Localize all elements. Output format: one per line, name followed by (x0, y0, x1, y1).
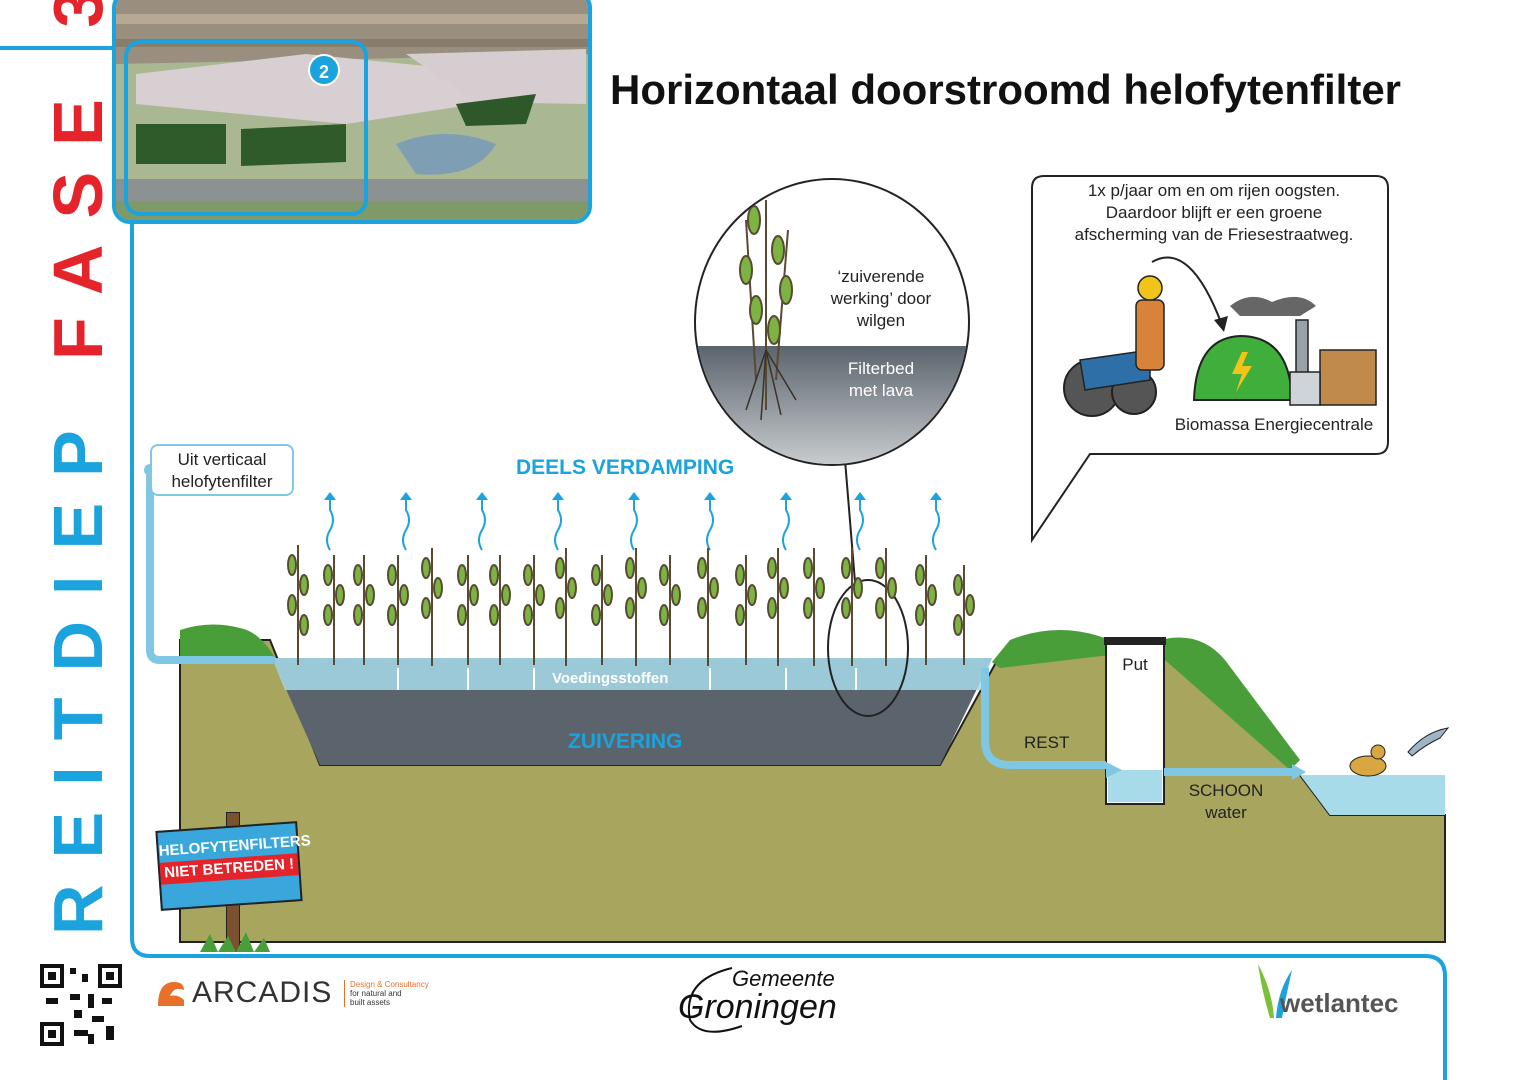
evaporation-label: DEELS VERDAMPING (516, 456, 735, 479)
harvest-callout-text: 1x p/jaar om en om rijen oogsten. Daardo… (1044, 180, 1384, 246)
wetlantec-logo: wetlantec (1256, 962, 1426, 1022)
nutrients-label: Voedingsstoffen (552, 670, 669, 687)
clean-water-line2: water (1205, 803, 1247, 822)
aerial-photo: 2 (112, 0, 592, 224)
gemeente-groningen-logo: Gemeente Groningen (672, 960, 892, 1040)
zoom-filterbed (696, 346, 968, 464)
aerial-marker-badge: 2 (308, 54, 340, 86)
purification-label: ZUIVERING (568, 730, 683, 753)
groningen-text: Groningen (678, 988, 837, 1026)
arcadis-mark-icon (158, 982, 184, 1006)
arcadis-tagline-line3: built assets (350, 998, 391, 1007)
wetlantec-wordmark: wetlantec (1280, 988, 1399, 1018)
well-label: Put (1122, 655, 1148, 674)
harvest-line2: Daardoor blijft er een groene (1105, 203, 1323, 222)
inlet-line2: helofytenfilter (171, 472, 273, 491)
arcadis-tagline: Design & Consultancy for natural and bui… (344, 980, 429, 1007)
arcadis-tagline-line1: Design & Consultancy (350, 980, 429, 989)
inlet-line1: Uit verticaal (177, 450, 267, 469)
zoom-willow-illustration (739, 200, 797, 421)
harvester-illustration (1063, 256, 1228, 417)
groningen-swoosh-icon (687, 967, 743, 1033)
zoom-willow-line2: werking’ door (830, 289, 932, 308)
arcadis-wordmark: ARCADIS (192, 976, 333, 1009)
page-title: Horizontaal doorstroomd helofytenfilter (610, 66, 1402, 113)
rest-label: REST (1024, 733, 1070, 752)
gemeente-text: Gemeente (732, 966, 835, 991)
zoom-filterbed-line2: met lava (848, 381, 914, 400)
harvest-line1: 1x p/jaar om en om rijen oogsten. (1087, 181, 1341, 200)
zoom-filterbed-text: Filterbed met lava (836, 358, 926, 402)
zoom-filterbed-line1: Filterbed (847, 359, 915, 378)
zoom-willow-line3: wilgen (856, 311, 906, 330)
inlet-label: Uit verticaal helofytenfilter (150, 444, 294, 496)
arcadis-tagline-line2: for natural and (350, 989, 402, 998)
zoom-willow-line1: ‘zuiverende (837, 267, 925, 286)
clean-water-label: SCHOON water (1176, 780, 1276, 824)
arcadis-logo: ARCADIS Design & Consultancy for natural… (156, 976, 446, 1016)
sign-grass (200, 932, 270, 952)
warning-sign: HELOFYTENFILTERS NIET BETREDEN ! (155, 821, 311, 911)
zoom-willow-text: ‘zuiverende werking’ door wilgen (816, 266, 946, 332)
energy-plant-illustration (1192, 296, 1377, 406)
energy-plant-label: Biomassa Energiecentrale (1174, 415, 1374, 434)
zoom-circle: ‘zuiverende werking’ door wilgen Filterb… (694, 178, 970, 466)
harvest-line3: afscherming van de Friesestraatweg. (1074, 225, 1354, 244)
aerial-marker-number: 2 (318, 62, 329, 82)
wetlantec-reeds-icon (1258, 964, 1292, 1018)
clean-water-line1: SCHOON (1188, 781, 1264, 800)
qr-code (40, 964, 122, 1046)
aerial-highlight-frame (124, 40, 368, 216)
